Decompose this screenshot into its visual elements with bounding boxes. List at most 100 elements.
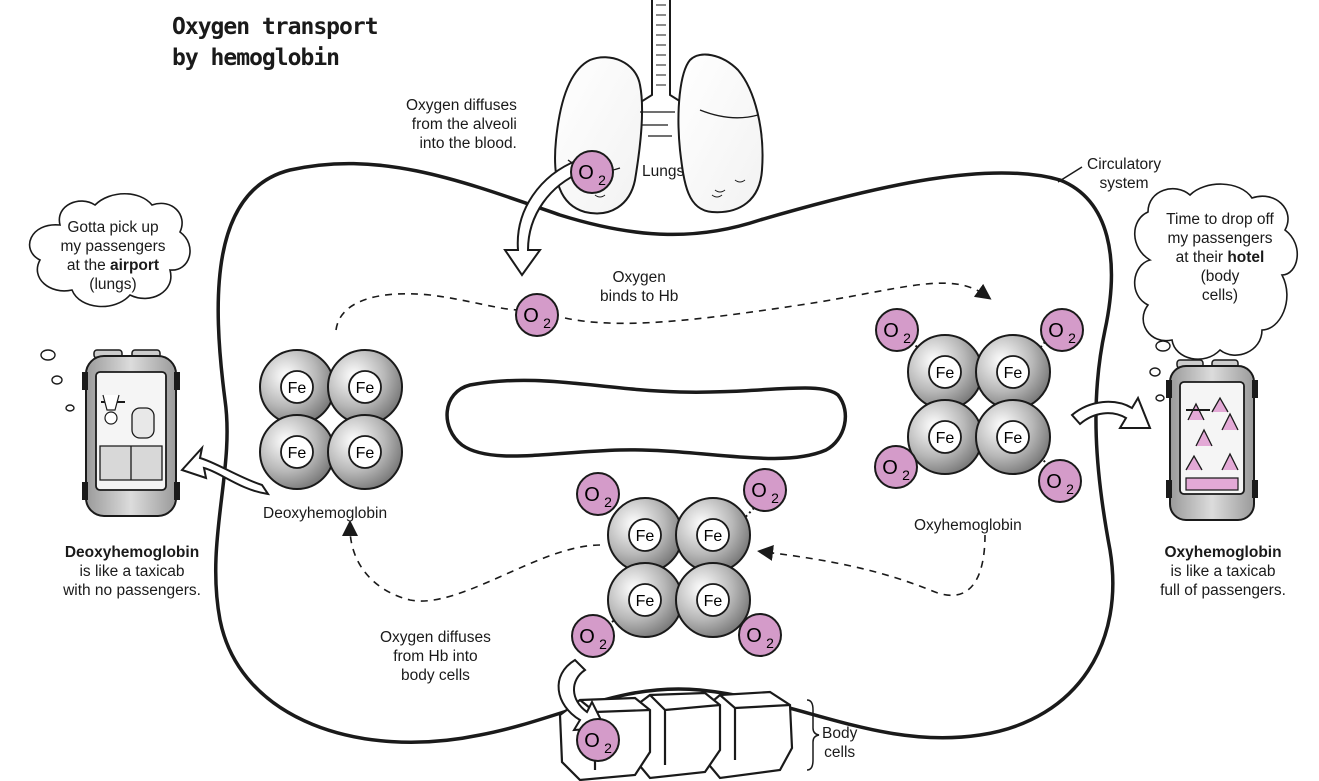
deoxyhemoglobin-label: Deoxyhemoglobin — [263, 504, 387, 523]
caption-right: Oxyhemoglobin is like a taxicab full of … — [1130, 543, 1316, 600]
svg-text:Fe: Fe — [636, 593, 655, 610]
svg-text:O: O — [751, 480, 767, 502]
heme-iron: Fe — [929, 356, 961, 388]
caption-left: Deoxyhemoglobin is like a taxicab with n… — [22, 543, 242, 600]
heme-iron: Fe — [281, 436, 313, 468]
circulatory-line-1: Circulatory — [1087, 155, 1161, 174]
circulatory-system-label: Circulatory system — [1087, 155, 1161, 193]
diffuse-hb-line-2: from Hb into — [380, 647, 491, 666]
body-cells-brace — [807, 700, 819, 770]
oxygen-molecule: O2 — [1039, 460, 1081, 502]
circulatory-pointer-line — [1058, 167, 1082, 182]
caption-right-bold: Oxyhemoglobin — [1130, 543, 1316, 562]
svg-text:2: 2 — [903, 330, 911, 346]
binds-line-2: binds to Hb — [600, 287, 678, 306]
svg-text:Fe: Fe — [1004, 365, 1023, 382]
oxygen-molecule: O2 — [571, 151, 613, 193]
svg-text:O: O — [883, 320, 899, 342]
thought-left-line-4: (lungs) — [50, 275, 176, 294]
svg-text:Fe: Fe — [704, 593, 723, 610]
caption-right-line-3: full of passengers. — [1130, 581, 1316, 600]
thought-right-line-3-pre: at their — [1176, 249, 1228, 266]
svg-text:2: 2 — [902, 467, 910, 483]
svg-text:O: O — [579, 626, 595, 648]
oxyhemoglobin-releasing-molecule: Fe Fe Fe Fe — [608, 498, 754, 637]
svg-text:2: 2 — [604, 494, 612, 510]
heme-iron: Fe — [629, 584, 661, 616]
svg-text:2: 2 — [598, 172, 606, 188]
svg-text:O: O — [882, 457, 898, 479]
svg-text:O: O — [746, 625, 762, 647]
title-line-2: by hemoglobin — [172, 43, 378, 74]
diffuse-alveoli-line-2: from the alveoli — [406, 115, 517, 134]
svg-text:Fe: Fe — [636, 528, 655, 545]
svg-text:Fe: Fe — [356, 445, 375, 462]
svg-text:2: 2 — [604, 740, 612, 756]
diffuse-alveoli-label: Oxygen diffuses from the alveoli into th… — [406, 96, 517, 153]
svg-text:Fe: Fe — [288, 380, 307, 397]
svg-text:O: O — [584, 730, 600, 752]
deoxyhemoglobin-molecule: Fe Fe Fe Fe — [260, 350, 402, 489]
caption-left-line-2: is like a taxicab — [22, 562, 242, 581]
thought-text-left: Gotta pick up my passengers at the airpo… — [50, 218, 176, 294]
oxyhemoglobin-label: Oxyhemoglobin — [914, 516, 1022, 535]
caption-left-line-3: with no passengers. — [22, 581, 242, 600]
heme-iron: Fe — [697, 519, 729, 551]
svg-text:Fe: Fe — [356, 380, 375, 397]
svg-text:Fe: Fe — [1004, 430, 1023, 447]
thought-left-line-1: Gotta pick up — [50, 218, 176, 237]
thought-right-line-3: at their hotel — [1150, 248, 1290, 267]
thought-left-line-3: at the airport — [50, 256, 176, 275]
lungs-label: Lungs — [642, 162, 684, 181]
heme-iron: Fe — [349, 436, 381, 468]
svg-text:2: 2 — [1066, 481, 1074, 497]
arrow-to-full-taxi — [1072, 398, 1150, 428]
thought-right-line-4: (body — [1150, 267, 1290, 286]
thought-left-airport: airport — [110, 257, 159, 274]
svg-text:Fe: Fe — [936, 365, 955, 382]
body-cells-line-2: cells — [822, 743, 857, 762]
thought-right-line-5: cells) — [1150, 286, 1290, 305]
heme-iron: Fe — [929, 421, 961, 453]
circulatory-inner-loop — [447, 380, 845, 458]
thought-left-line-2: my passengers — [50, 237, 176, 256]
heme-iron: Fe — [997, 421, 1029, 453]
oxyhemoglobin-molecule: Fe Fe Fe Fe — [908, 335, 1050, 474]
svg-text:O: O — [1048, 320, 1064, 342]
thought-text-right: Time to drop off my passengers at their … — [1150, 210, 1290, 305]
svg-text:2: 2 — [599, 636, 607, 652]
svg-text:Fe: Fe — [288, 445, 307, 462]
svg-text:O: O — [584, 484, 600, 506]
diagram-title: Oxygen transport by hemoglobin — [172, 12, 378, 74]
thought-right-hotel: hotel — [1227, 249, 1264, 266]
diffuse-hb-label: Oxygen diffuses from Hb into body cells — [380, 628, 491, 685]
caption-right-line-2: is like a taxicab — [1130, 562, 1316, 581]
body-cells-line-1: Body — [822, 724, 857, 743]
diffuse-hb-line-1: Oxygen diffuses — [380, 628, 491, 647]
svg-text:O: O — [578, 162, 594, 184]
thought-left-line-3-pre: at the — [67, 257, 110, 274]
body-cells-label: Body cells — [822, 724, 857, 762]
svg-text:Fe: Fe — [936, 430, 955, 447]
heme-iron: Fe — [629, 519, 661, 551]
svg-text:Fe: Fe — [704, 528, 723, 545]
svg-text:2: 2 — [771, 490, 779, 506]
svg-text:2: 2 — [1068, 330, 1076, 346]
empty-taxi-illustration — [82, 350, 180, 516]
svg-text:2: 2 — [766, 635, 774, 651]
diffuse-alveoli-line-1: Oxygen diffuses — [406, 96, 517, 115]
binds-line-1: Oxygen — [600, 268, 678, 287]
circulatory-line-2: system — [1087, 174, 1161, 193]
binds-to-hb-label: Oxygen binds to Hb — [600, 268, 678, 306]
svg-text:O: O — [1046, 471, 1062, 493]
caption-left-bold: Deoxyhemoglobin — [22, 543, 242, 562]
svg-text:O: O — [523, 305, 539, 327]
svg-text:2: 2 — [543, 315, 551, 331]
